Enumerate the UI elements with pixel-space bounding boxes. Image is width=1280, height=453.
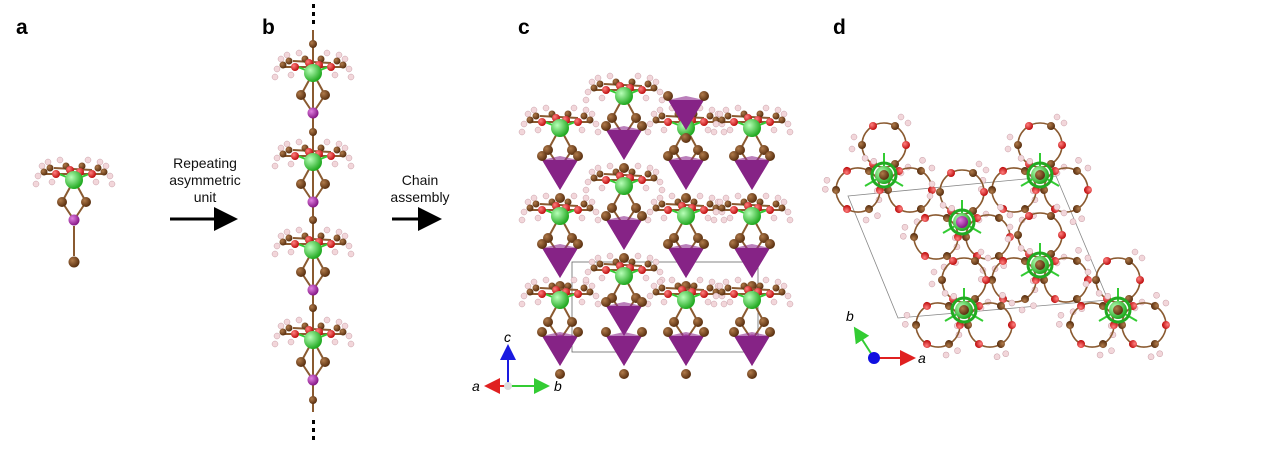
axis-a-label-c: a	[472, 378, 480, 394]
repeat-line-3: unit	[193, 189, 217, 205]
chain-arrow-label: Chain assembly	[380, 172, 460, 206]
panel-label-b: b	[262, 16, 275, 39]
panel-d-topview: b a	[818, 114, 1189, 371]
panel-label-c: c	[518, 16, 530, 39]
panel-label-a: a	[16, 16, 28, 39]
panel-b-chain	[271, 4, 355, 440]
axis-b-label-d: b	[846, 308, 854, 324]
axis-a-label-d: a	[918, 350, 926, 366]
panel-label-d: d	[833, 16, 846, 39]
repeat-arrow-label: Repeating asymmetric unit	[150, 155, 260, 206]
axis-b-label-c: b	[554, 378, 562, 394]
panel-c-assembly: c a b	[472, 72, 794, 394]
axes-d: b a	[846, 308, 926, 366]
axis-c-label: c	[504, 329, 511, 345]
axes-c: c a b	[472, 329, 562, 394]
chain-line-1: Chain	[401, 172, 439, 188]
panel-a-structure	[32, 156, 116, 268]
chain-line-2: assembly	[390, 189, 450, 205]
repeat-line-2: asymmetric	[169, 172, 241, 188]
layer-1	[518, 72, 794, 203]
repeat-line-1: Repeating	[173, 155, 237, 171]
